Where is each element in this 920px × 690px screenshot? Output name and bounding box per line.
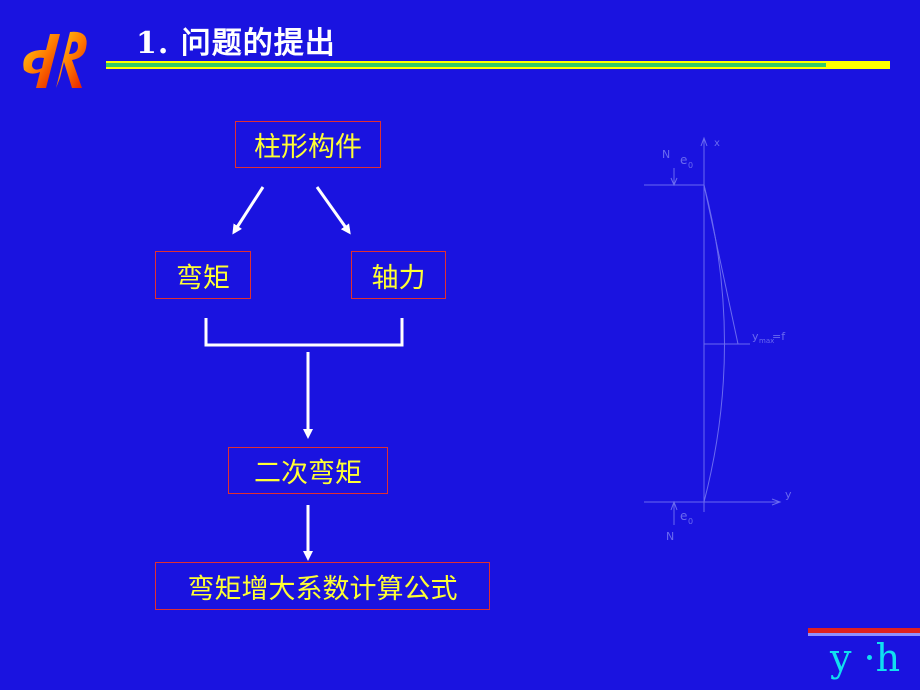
eccentricity-label-bottom-sub: 0: [688, 517, 693, 526]
column-deflection-diagram: N e 0 x y max =f y e 0 N: [644, 136, 792, 543]
axial-load-label-bottom: N: [666, 530, 674, 543]
bending-moment-box: 弯矩: [155, 251, 251, 299]
footer-author-mark: y ·h: [830, 636, 901, 680]
merge-bracket: [204, 318, 404, 347]
eccentricity-label-top-sub: 0: [688, 161, 693, 170]
ymax-label-eq: =f: [772, 330, 786, 343]
second-order-moment-box: 二次弯矩: [228, 447, 388, 494]
column-member-box: 柱形构件: [235, 121, 381, 168]
eccentricity-label-bottom: e: [680, 509, 687, 523]
ymax-label-sub: max: [759, 337, 774, 345]
axial-force-box: 轴力: [351, 251, 446, 299]
axial-load-label-top: N: [662, 148, 670, 161]
moment-amplification-formula-box: 弯矩增大系数计算公式: [155, 562, 490, 610]
footer-rule: [808, 628, 920, 636]
dr-logo-icon: [16, 22, 94, 94]
x-axis-label: x: [714, 138, 720, 149]
eccentricity-label-top: e: [680, 153, 687, 167]
page-title: 1. 问题的提出: [136, 26, 336, 61]
title-underline: [106, 61, 890, 69]
arrow-to-bending: [232, 186, 265, 235]
y-axis-label: y: [785, 488, 792, 501]
arrow-to-axial: [315, 186, 351, 235]
ymax-label: y: [752, 330, 759, 343]
